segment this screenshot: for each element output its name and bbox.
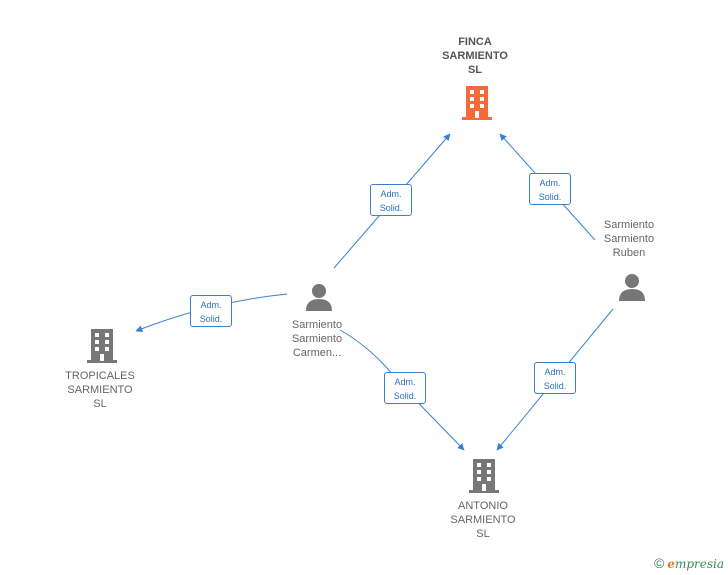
relation-type: Solid. xyxy=(393,391,417,401)
brand-logo: empresia xyxy=(667,557,724,571)
node-label-tropicales[interactable]: TROPICALES SARMIENTO SL xyxy=(65,370,135,410)
relation-role: Adm. xyxy=(394,377,416,387)
relation-type: Solid. xyxy=(543,381,567,391)
relation-role: Adm. xyxy=(539,178,561,188)
brand-name: mpresia xyxy=(674,557,724,571)
brand-initial: e xyxy=(667,557,675,571)
relation-label-carmen-antonio[interactable]: Adm. Solid. xyxy=(384,372,426,404)
relation-role: Adm. xyxy=(544,367,566,377)
person-icon[interactable] xyxy=(617,272,647,302)
building-icon[interactable] xyxy=(461,85,493,121)
node-label-carmen[interactable]: Sarmiento Sarmiento Carmen... xyxy=(291,319,343,359)
node-label-finca[interactable]: FINCA SARMIENTO SL xyxy=(442,36,508,76)
building-icon[interactable] xyxy=(468,458,500,494)
relation-type: Solid. xyxy=(379,203,403,213)
relation-type: Solid. xyxy=(538,192,562,202)
footer-brand: ©empresia xyxy=(654,555,724,571)
relation-label-ruben-antonio[interactable]: Adm. Solid. xyxy=(534,362,576,394)
building-icon[interactable] xyxy=(86,328,118,364)
relation-role: Adm. xyxy=(200,300,222,310)
relation-label-carmen-tropicales[interactable]: Adm. Solid. xyxy=(190,295,232,327)
person-icon[interactable] xyxy=(304,282,334,312)
relation-label-ruben-finca[interactable]: Adm. Solid. xyxy=(529,173,571,205)
node-label-ruben[interactable]: Sarmiento Sarmiento Ruben xyxy=(603,219,655,259)
node-label-antonio[interactable]: ANTONIO SARMIENTO SL xyxy=(450,500,516,540)
relation-role: Adm. xyxy=(380,189,402,199)
relation-label-carmen-finca[interactable]: Adm. Solid. xyxy=(370,184,412,216)
copyright-icon: © xyxy=(653,555,665,571)
relation-type: Solid. xyxy=(199,314,223,324)
